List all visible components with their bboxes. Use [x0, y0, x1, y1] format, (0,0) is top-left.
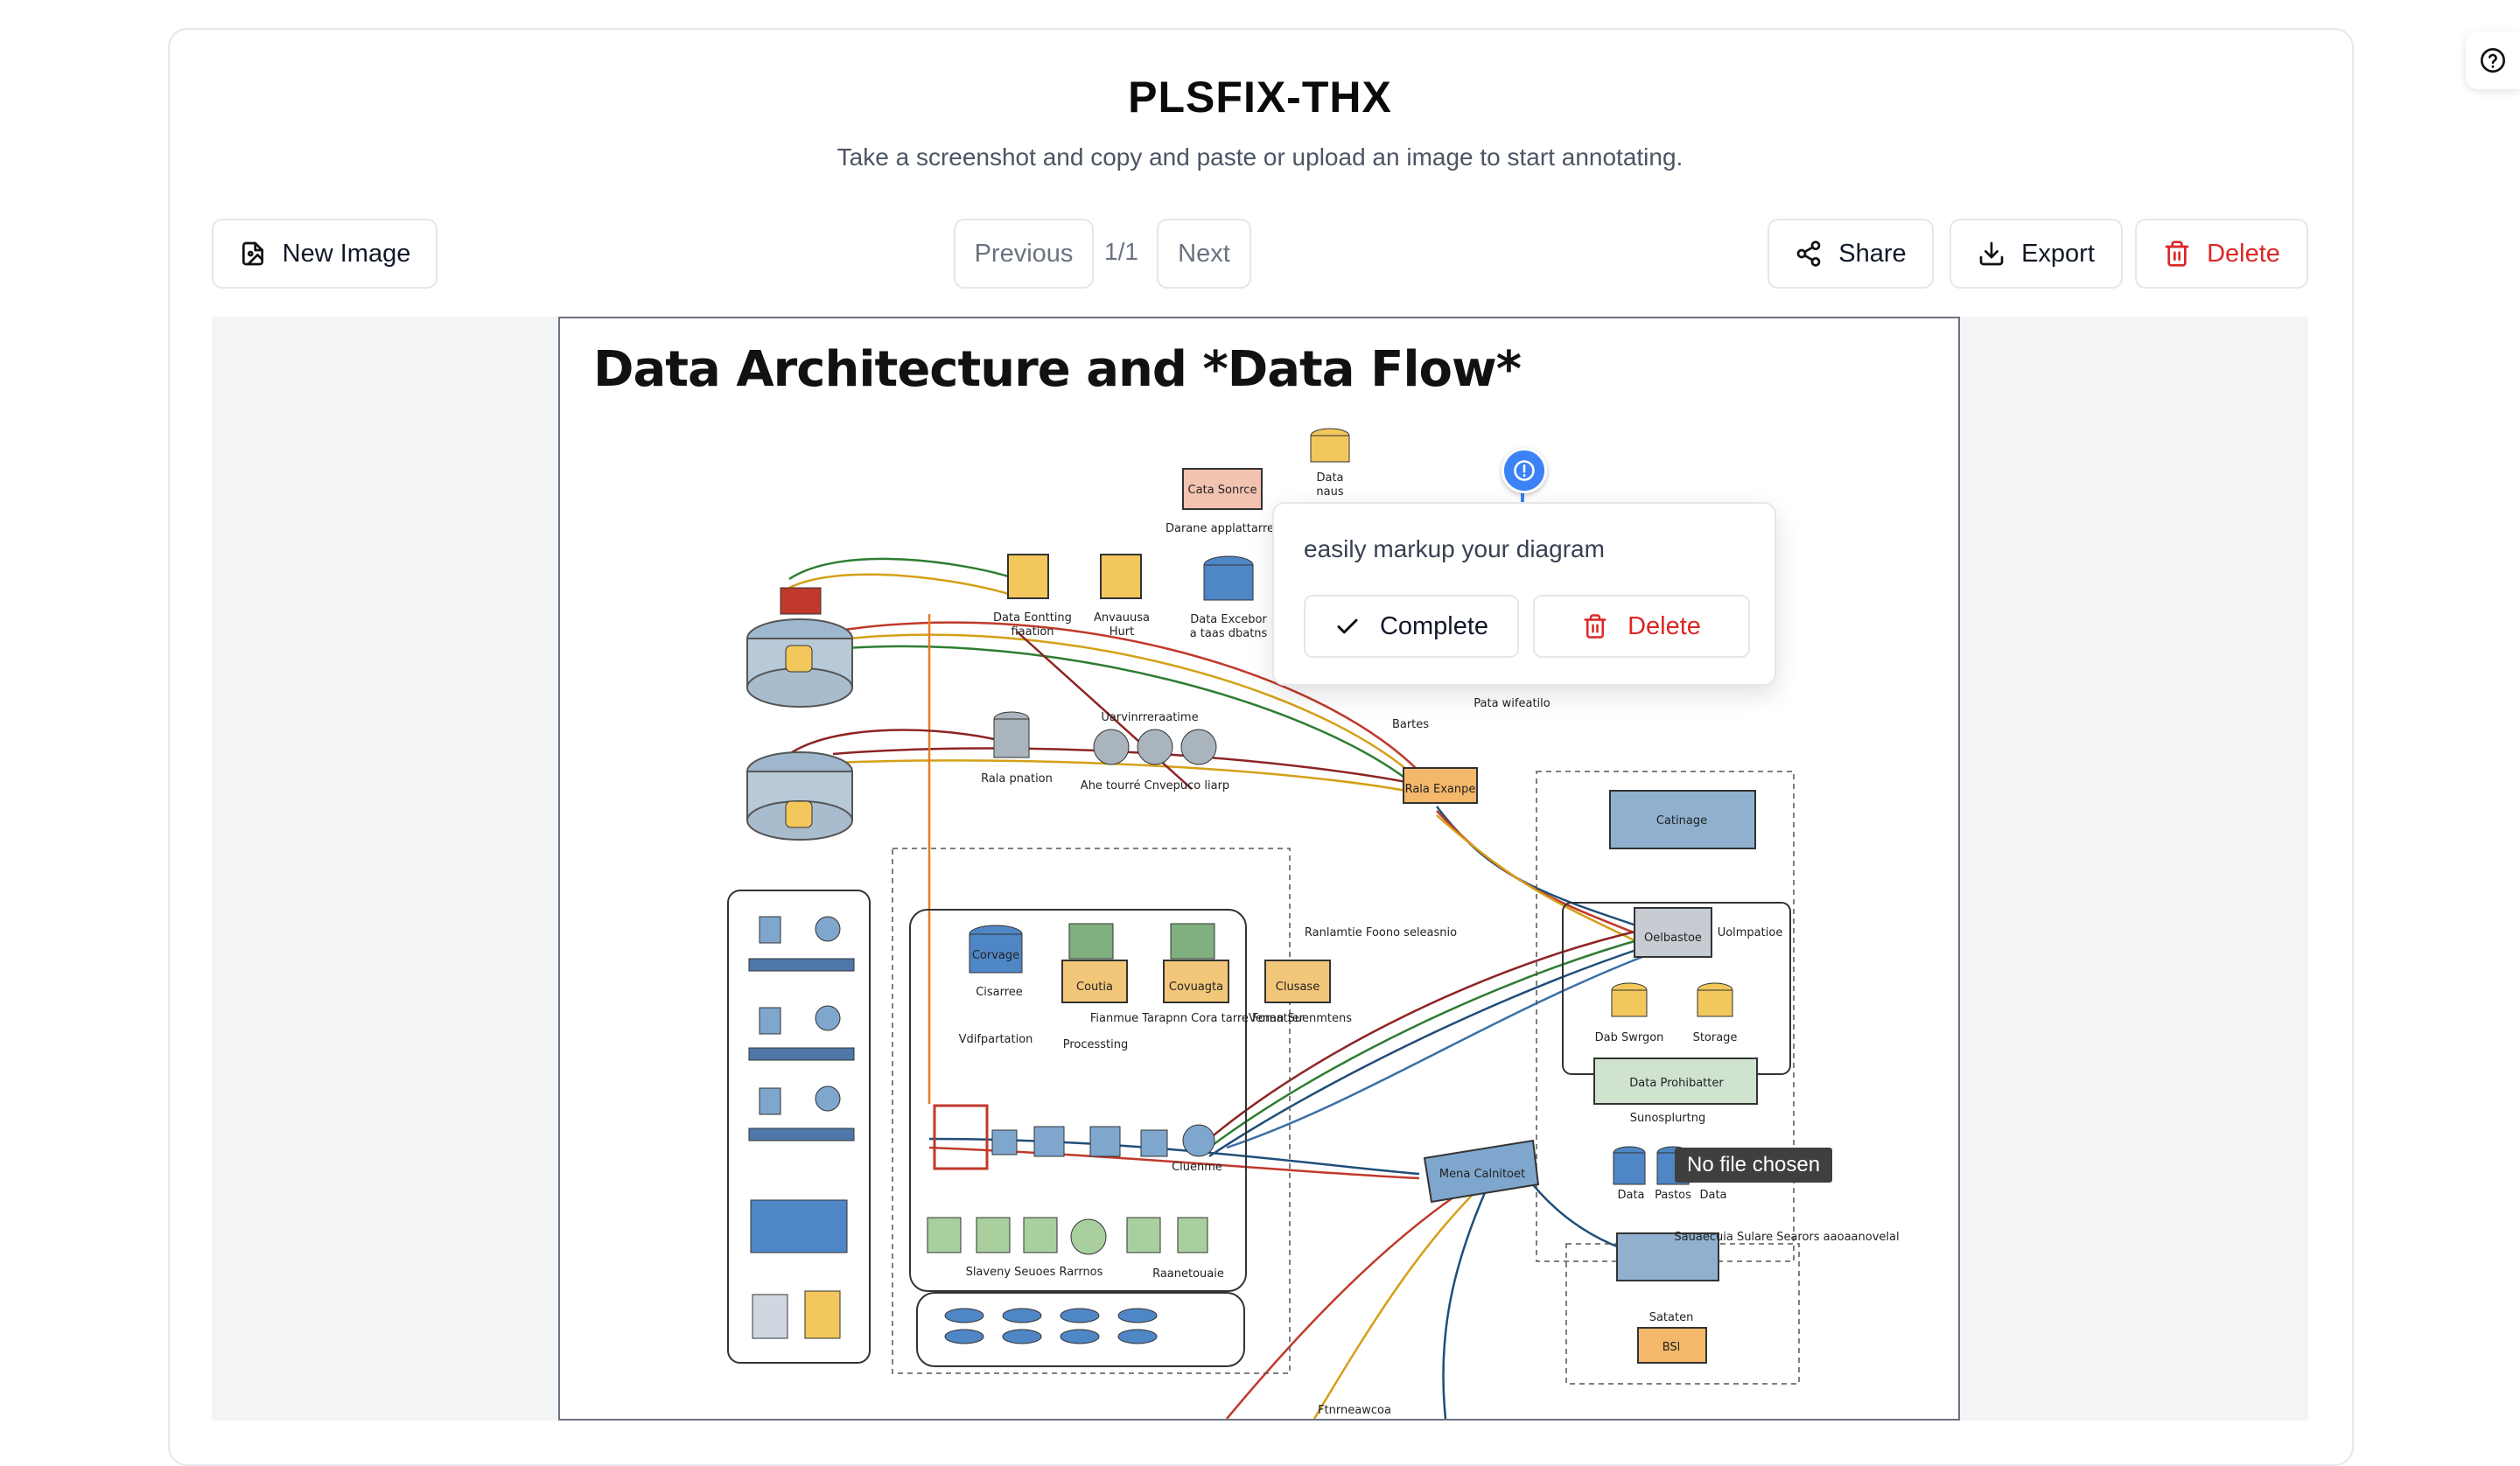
label-bottom-data2: Data [1699, 1189, 1726, 1202]
label-forms: Fianmue Tarapnn Cora tarre Fomatrer [1090, 1012, 1305, 1025]
label-bs-top: Sataten [1649, 1311, 1694, 1324]
info-icon [1514, 460, 1535, 481]
label-cata-source: Cata Sonrce [1188, 484, 1257, 497]
label-proc-sub: Sunosplurtng [1630, 1112, 1706, 1125]
file-input-tooltip: No file chosen [1675, 1148, 1833, 1183]
download-icon [1979, 241, 2004, 266]
page-title: PLSFIX-THX [1128, 73, 1392, 122]
complete-button[interactable]: Complete [1304, 595, 1519, 658]
diagram-title: Data Architecture and *Data Flow* [593, 341, 1522, 398]
label-store-left: Rala pnation [981, 772, 1053, 785]
label-hub: Rala Exanpe [1405, 783, 1476, 796]
label-c4: Clusase [1276, 981, 1320, 994]
label-src3b: a taas dbatns [1190, 627, 1268, 640]
new-image-label: New Image [282, 239, 411, 268]
label-bottom-pastos: Pastos [1655, 1189, 1691, 1202]
annotation-marker[interactable] [1502, 448, 1547, 493]
label-bottom-data: Data [1617, 1189, 1644, 1202]
annotation-text[interactable]: easily markup your diagram [1304, 535, 1605, 562]
label-warehouses: Ahe tourré Cnvepuco liarp [1081, 779, 1229, 792]
delete-image-button[interactable]: Delete [2135, 219, 2308, 289]
check-icon [1337, 618, 1358, 634]
label-c1: Corvage [972, 949, 1019, 962]
share-label: Share [1838, 239, 1907, 268]
diagram-drawing: Cata Sonrce Data naus Darane applattarre… [727, 428, 1900, 1419]
label-data: Data [1316, 471, 1343, 485]
label-c3: Covuagta [1169, 981, 1223, 994]
annotation-delete-button[interactable]: Delete [1533, 595, 1750, 658]
label-db-side: Uolmpatioe [1718, 926, 1783, 939]
label-src3: Data Excebor [1190, 613, 1267, 626]
label-mena: Mena Calnitoet [1439, 1168, 1525, 1181]
next-button[interactable]: Next [1157, 219, 1251, 289]
annotation-marker-stem [1521, 490, 1524, 506]
label-app: Darane applattarre [1166, 522, 1274, 535]
label-src1: Data Eontting [993, 611, 1072, 625]
previous-label: Previous [974, 239, 1074, 268]
label-catalog: Catinage [1656, 814, 1707, 827]
label-c2: Coutia [1076, 981, 1113, 994]
label-proc: Data Prohibatter [1629, 1077, 1724, 1090]
trash-icon [2165, 241, 2189, 267]
next-label: Next [1178, 239, 1230, 268]
label-bottom-row2: Raanetouaie [1152, 1267, 1224, 1281]
label-tools: Cluenme [1172, 1161, 1222, 1174]
label-src2b: Hurt [1110, 625, 1134, 639]
label-src1b: fiaation [1011, 625, 1054, 639]
delete-label: Delete [2207, 239, 2280, 268]
page-subtitle: Take a screenshot and copy and paste or … [836, 143, 1684, 171]
export-button[interactable]: Export [1950, 219, 2123, 289]
previous-button[interactable]: Previous [954, 219, 1094, 289]
label-stor2: Storage [1693, 1031, 1738, 1044]
trash-icon [1584, 614, 1606, 639]
page-counter: 1/1 [1104, 238, 1138, 265]
annotation-popover: easily markup your diagram Complete Dele… [1272, 502, 1776, 686]
label-db: Oelbastoe [1644, 932, 1702, 945]
label-naus: naus [1316, 485, 1343, 499]
label-bs: BSl [1662, 1341, 1681, 1354]
label-frn: Ftnrneawcoa [1318, 1404, 1391, 1417]
label-processing: Processting [1063, 1038, 1129, 1051]
share-icon [1796, 241, 1821, 267]
help-icon [2481, 48, 2505, 73]
label-hub-side: Bartes [1392, 718, 1429, 731]
diagram-image[interactable]: Data Architecture and *Data Flow* [558, 317, 1960, 1421]
annotation-delete-label: Delete [1628, 611, 1701, 640]
new-image-icon [242, 241, 263, 266]
label-flow-note: Ranlamtie Foono seleasnio [1305, 926, 1457, 939]
export-label: Export [2021, 239, 2095, 268]
new-image-button[interactable]: New Image [212, 219, 438, 289]
label-stor1: Dab Swrgon [1595, 1031, 1664, 1044]
help-button[interactable] [2466, 31, 2520, 89]
label-vena: Venan Suenmtens [1249, 1012, 1352, 1025]
share-button[interactable]: Share [1768, 219, 1934, 289]
label-hub-top: Pata wifeatilo [1474, 697, 1550, 710]
label-warehouses-top: Uarvinrreraatime [1101, 711, 1198, 724]
label-vid: Vdifpartation [959, 1033, 1033, 1046]
label-side-note: Sauaecuia Sulare Searors aaoaanovelal [1674, 1231, 1899, 1244]
label-c1b: Cisarree [976, 986, 1023, 999]
complete-label: Complete [1379, 611, 1489, 640]
label-bottom-row: Slaveny Seuoes Rarrnos [966, 1266, 1103, 1279]
label-src2: Anvauusa [1094, 611, 1150, 625]
